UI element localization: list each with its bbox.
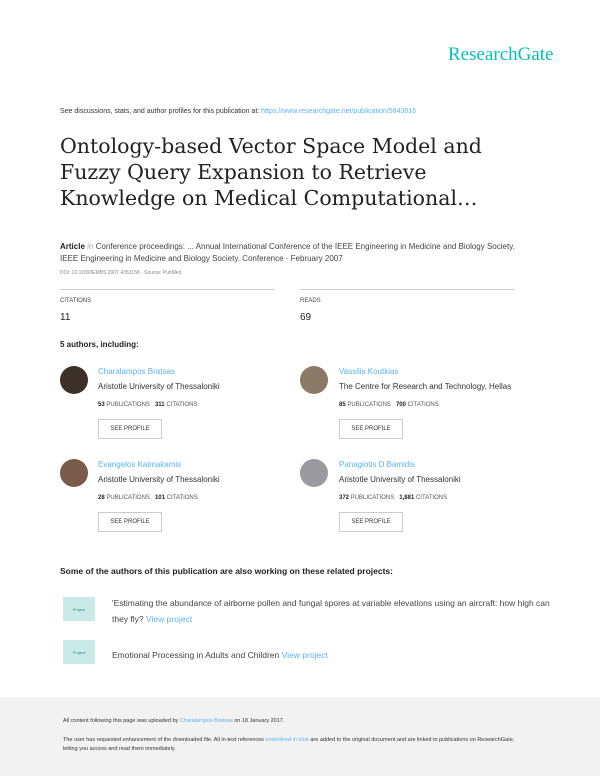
see-profile-button[interactable]: SEE PROFILE <box>339 512 403 532</box>
author-affiliation: The Centre for Research and Technology, … <box>339 382 512 391</box>
footer: All content following this page was uplo… <box>0 697 600 776</box>
author-affiliation: Aristotle University of Thessaloniki <box>339 475 461 484</box>
see-profile-button[interactable]: SEE PROFILE <box>98 419 162 439</box>
pub-label: PUBLICATIONS <box>347 402 391 408</box>
cit-count: 101 <box>154 495 165 501</box>
project-folder-icon: Project <box>63 640 95 664</box>
cit-count: 700 <box>395 402 406 408</box>
upload-note: All content following this page was uplo… <box>63 717 523 726</box>
author-avatar[interactable] <box>300 366 328 394</box>
enh-post: are added to the original document and a… <box>63 737 515 752</box>
author-name[interactable]: Vassilis Koutkias <box>339 367 399 376</box>
researchgate-logo[interactable]: ResearchGate <box>448 44 554 65</box>
cit-label: CITATIONS <box>415 495 448 501</box>
enhancement-note: The user has requested enhancement of th… <box>63 736 523 754</box>
author-stats: 28 PUBLICATIONS 101 CITATIONS <box>98 495 198 501</box>
author-stats: 85 PUBLICATIONS 700 CITATIONS <box>339 402 439 408</box>
see-profile-button[interactable]: SEE PROFILE <box>339 419 403 439</box>
author-affiliation: Aristotle University of Thessaloniki <box>98 475 220 484</box>
cit-label: CITATIONS <box>166 495 198 501</box>
reads-count: 69 <box>300 312 312 323</box>
cit-count: 311 <box>154 402 165 408</box>
authors-heading: 5 authors, including: <box>60 340 139 349</box>
in-label: in <box>87 242 94 251</box>
author-affiliation: Aristotle University of Thessaloniki <box>98 382 220 391</box>
authors-heading-text: 5 authors, including: <box>60 340 139 349</box>
upload-post: on 18 January 2017. <box>232 718 285 724</box>
enh-pre: The user has requested enhancement of th… <box>63 737 266 743</box>
see-profile-button[interactable]: SEE PROFILE <box>98 512 162 532</box>
publication-title: Ontology-based Vector Space Model and Fu… <box>60 134 482 210</box>
author-name[interactable]: Evangelos Kaimakamis <box>98 460 182 469</box>
view-project-link[interactable]: View project <box>146 614 193 624</box>
doi: DOI: 10.1109/IEMBS.2007.4353158 · Source… <box>60 270 182 276</box>
upload-pre: All content following this page was uplo… <box>63 718 180 724</box>
cit-count: 1,881 <box>399 495 415 501</box>
author-name[interactable]: Panagiotis D Bamidis <box>339 460 416 469</box>
pub-count: 53 <box>98 402 105 408</box>
reads-label: READS <box>300 298 321 304</box>
underlined-link[interactable]: underlined in blue <box>265 737 309 743</box>
author-stats: 372 PUBLICATIONS 1,881 CITATIONS <box>339 495 447 501</box>
cit-label: CITATIONS <box>407 402 439 408</box>
see-discussions-text: See discussions, stats, and author profi… <box>60 108 416 115</box>
project-title: Emotional Processing in Adults and Child… <box>112 650 282 660</box>
cit-label: CITATIONS <box>166 402 198 408</box>
publication-meta: Article in Conference proceedings: ... A… <box>60 241 530 265</box>
author-avatar[interactable] <box>60 459 88 487</box>
pub-label: PUBLICATIONS <box>106 495 150 501</box>
view-project-link[interactable]: View project <box>281 650 328 660</box>
author-stats: 53 PUBLICATIONS 311 CITATIONS <box>98 402 197 408</box>
citations-label: CITATIONS <box>60 298 92 304</box>
citations-count: 11 <box>60 312 71 323</box>
projects-heading: Some of the authors of this publication … <box>60 566 393 576</box>
project-folder-icon: Project <box>63 597 95 621</box>
author-avatar[interactable] <box>300 459 328 487</box>
pub-label: PUBLICATIONS <box>106 402 150 408</box>
divider <box>60 289 275 290</box>
uploader-link[interactable]: Charalampos Bratsas <box>179 718 233 724</box>
project-item: 'Estimating the abundance of airborne po… <box>112 595 552 627</box>
see-label: See discussions, stats, and author profi… <box>60 108 262 115</box>
pub-count: 28 <box>98 495 105 501</box>
author-name[interactable]: Charalampos Bratsas <box>98 367 175 376</box>
pub-count: 372 <box>339 495 350 501</box>
article-type: Article <box>60 242 85 251</box>
project-item: Emotional Processing in Adults and Child… <box>112 647 552 663</box>
pub-label: PUBLICATIONS <box>350 495 395 501</box>
publication-link[interactable]: https://www.researchgate.net/publication… <box>261 108 417 115</box>
author-avatar[interactable] <box>60 366 88 394</box>
project-title: 'Estimating the abundance of airborne po… <box>112 598 550 624</box>
pub-count: 85 <box>339 402 346 408</box>
venue: Conference proceedings: ... Annual Inter… <box>60 242 515 263</box>
divider <box>300 289 515 290</box>
